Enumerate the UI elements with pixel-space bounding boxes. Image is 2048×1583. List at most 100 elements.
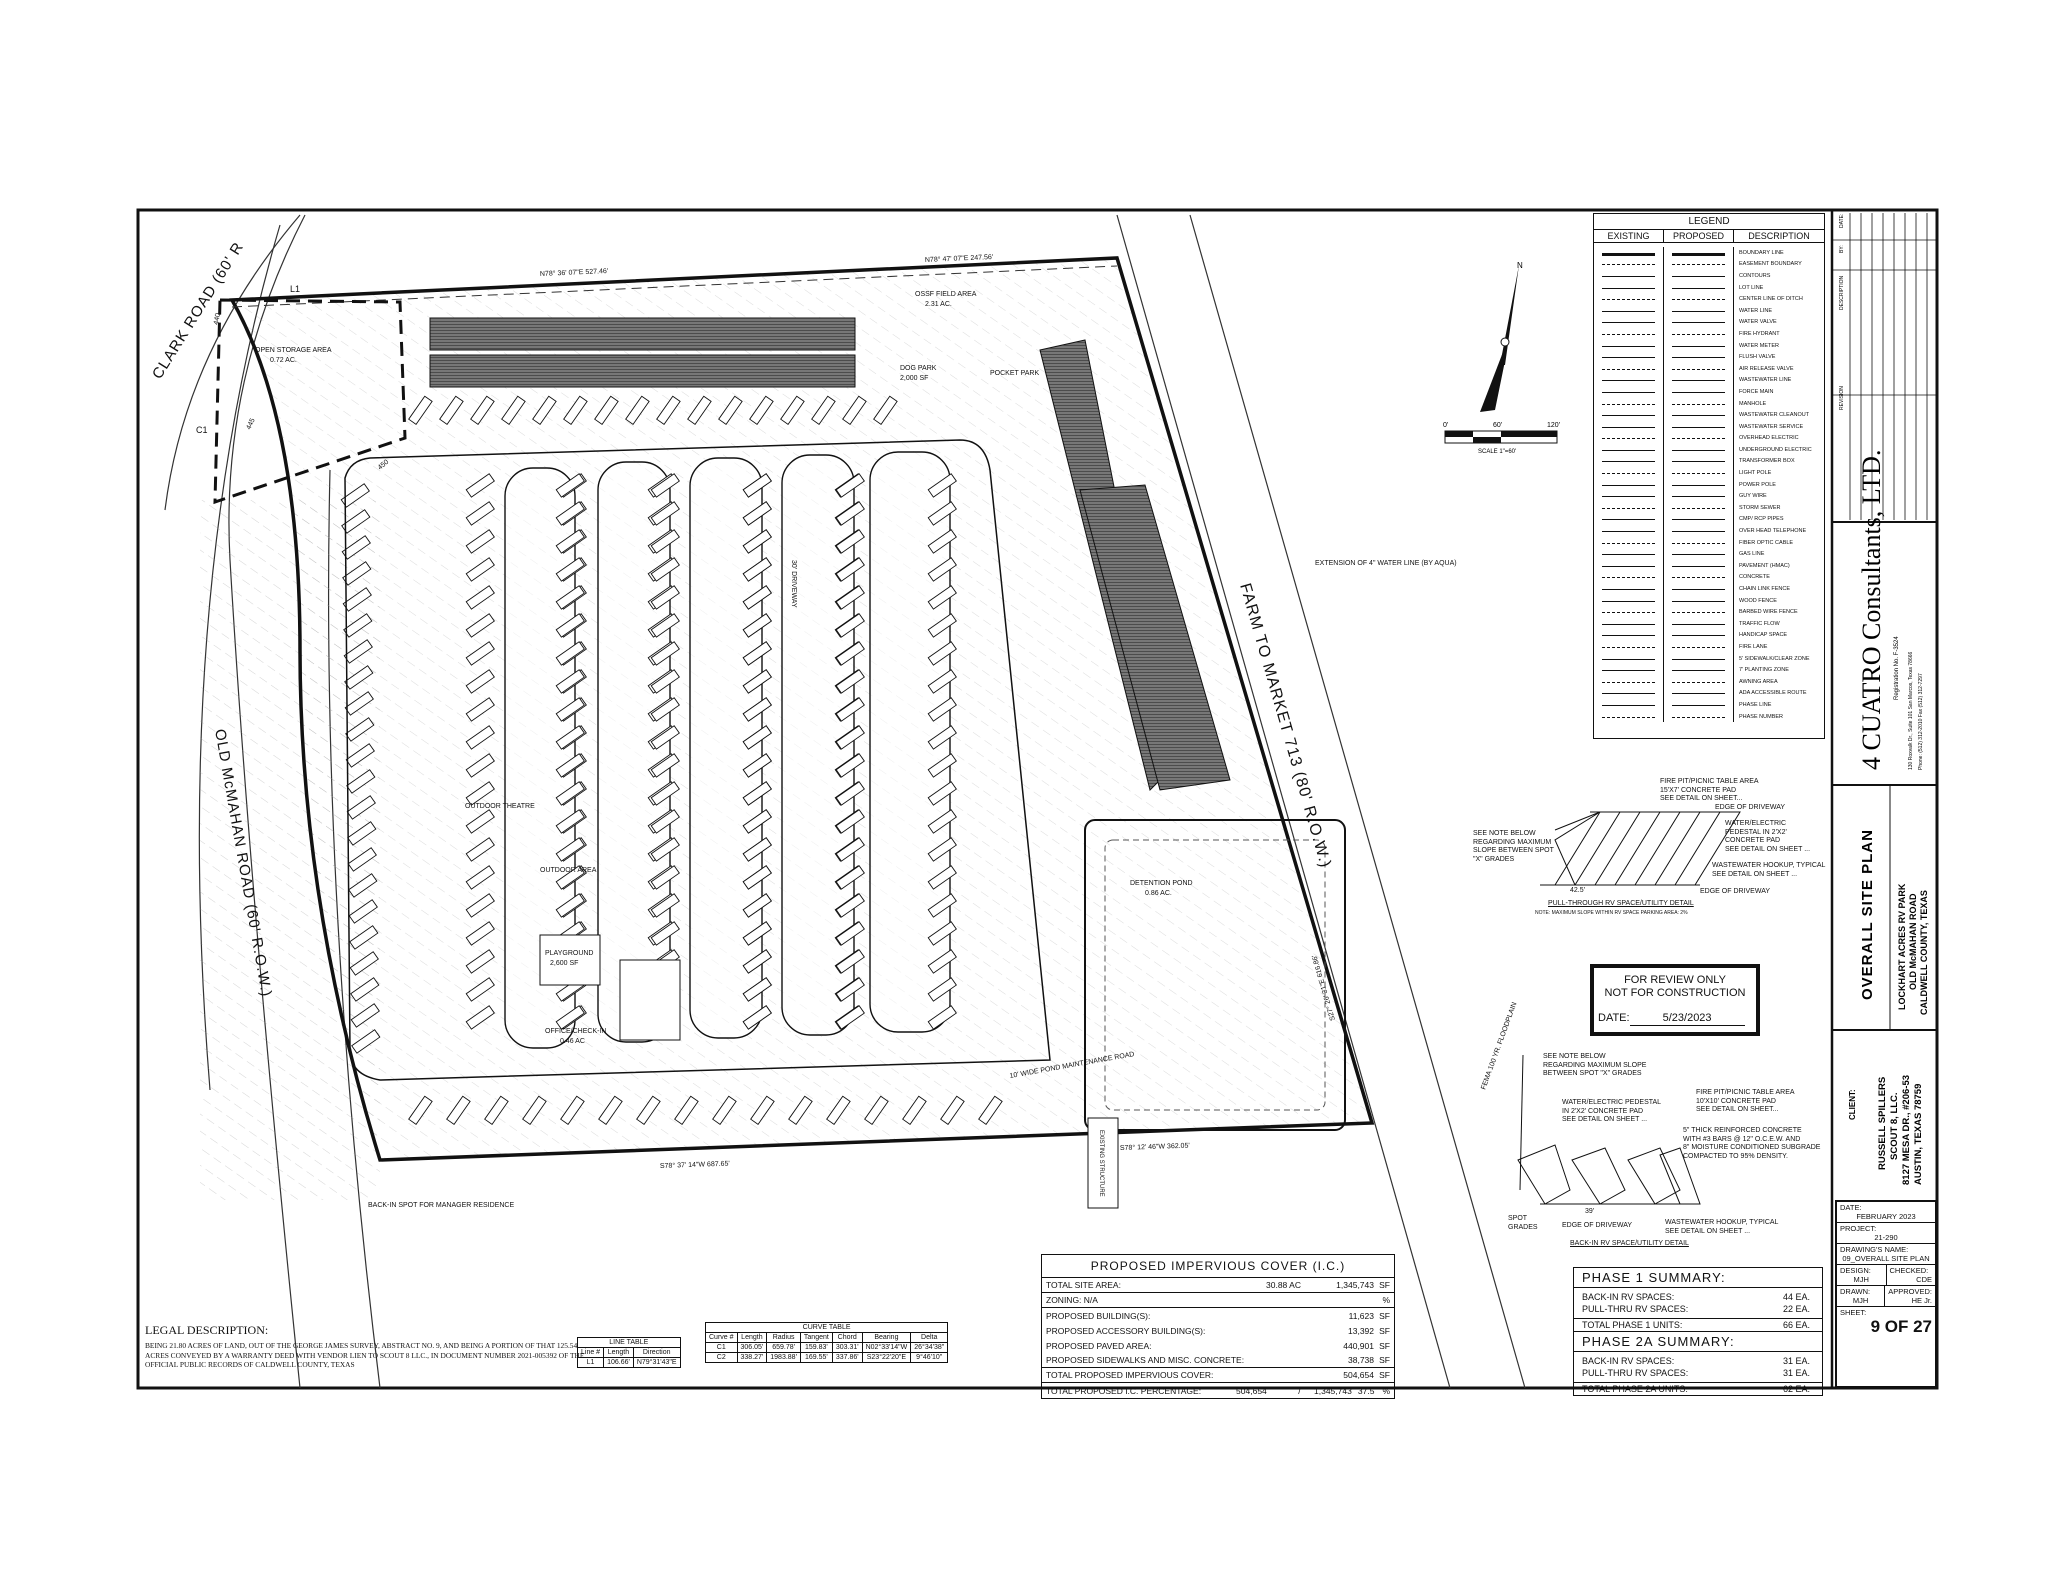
legend-symbol — [1664, 293, 1734, 305]
rv-pad — [346, 769, 376, 794]
legend-item: FIBER OPTIC CABLE — [1594, 536, 1824, 549]
approved-label: APPROVED: — [1888, 1287, 1932, 1296]
client-address: 8127 MESA DR., #206-53 — [1901, 1075, 1912, 1185]
legend-description: BOUNDARY LINE — [1739, 249, 1784, 256]
pull-detail-slope-max: NOTE: MAXIMUM SLOPE WITHIN RV SPACE PARK… — [1535, 910, 1688, 916]
legend-description: OVERHEAD ELECTRIC — [1739, 435, 1799, 442]
detention-pond — [1084, 819, 1346, 1131]
rv-pad — [927, 837, 957, 862]
existing-structure-label: EXISTING STRUCTURE — [1098, 1130, 1104, 1197]
rv-pad — [555, 613, 585, 638]
pocket-park-label: POCKET PARK — [990, 370, 1039, 377]
legend-symbol — [1664, 710, 1734, 723]
rv-pad — [650, 809, 680, 834]
rv-pad — [555, 725, 585, 750]
rv-pad — [345, 717, 375, 742]
rv-pad — [465, 641, 495, 666]
curve-table-header: Bearing — [861, 1332, 912, 1343]
rv-pad — [465, 893, 495, 918]
legend-item: FLUSH VALVE — [1594, 351, 1824, 363]
rv-pad — [835, 501, 865, 526]
legend-item: 5' SIDEWALK/CLEAR ZONE — [1594, 652, 1824, 665]
rv-pad — [351, 1029, 381, 1054]
rv-pad — [465, 809, 495, 834]
legend-symbol — [1594, 304, 1664, 317]
rv-pad — [408, 395, 433, 425]
office-area-value: 0.46 AC — [560, 1038, 585, 1045]
dog-park-area-value: 2,000 SF — [900, 375, 928, 382]
pull-detail-edge-note-2: EDGE OF DRIVEWAY — [1700, 888, 1771, 895]
checked-value: CDE — [1916, 1275, 1932, 1284]
rv-pad — [522, 1095, 547, 1125]
rv-pad — [742, 613, 772, 638]
rv-pad — [345, 743, 375, 768]
legend-symbol — [1594, 513, 1664, 526]
scale-bar: 0' 60' 120' SCALE 1"=60' — [1443, 422, 1560, 455]
legend-item: CMP/ RCP PIPES — [1594, 513, 1824, 526]
legend-symbol — [1664, 351, 1734, 363]
pond-contour — [1104, 839, 1326, 1111]
rv-pad — [835, 753, 865, 778]
rv-pad — [347, 847, 377, 872]
c1-label: C1 — [196, 425, 208, 435]
rv-pad — [835, 921, 865, 946]
bearing-bottom-2: S78° 12' 46"W 362.05' — [1120, 1142, 1190, 1152]
rv-pad — [532, 395, 557, 425]
bearing-top: N78° 36' 07"E 527.46' — [540, 267, 609, 278]
line-table-header: Line # — [576, 1347, 605, 1358]
legend-symbol — [1664, 328, 1734, 340]
legend-item: FORCE MAIN — [1594, 386, 1824, 398]
legend-symbol — [1594, 652, 1664, 665]
legend-description: STORM SEWER — [1739, 504, 1781, 511]
legend-description: WASTEWATER LINE — [1739, 377, 1792, 384]
pull-through-detail-drawing — [1540, 811, 1741, 886]
overhead-electric-line — [231, 265, 1118, 308]
rv-pad — [927, 809, 957, 834]
north-arrow: N — [1480, 261, 1523, 412]
l1-label: L1 — [290, 284, 300, 294]
legend-header-description: DESCRIPTION — [1748, 231, 1810, 241]
rv-pad — [927, 557, 957, 582]
legend-symbol — [1664, 478, 1734, 491]
legend-symbol — [1664, 675, 1734, 688]
rv-pad — [742, 1005, 772, 1030]
rv-pad — [465, 1005, 495, 1030]
legend-description: UNDERGROUND ELECTRIC — [1739, 446, 1812, 453]
legend-symbol — [1594, 594, 1664, 607]
line-table-header: Direction — [632, 1347, 681, 1358]
legend-symbol — [1664, 571, 1734, 584]
legend-description: OVER HEAD TELEPHONE — [1739, 528, 1807, 535]
rv-pad — [718, 395, 743, 425]
legend-symbol — [1664, 664, 1734, 676]
rv-pad — [650, 781, 680, 806]
legend-item: UNDERGROUND ELECTRIC — [1594, 444, 1824, 456]
rv-pad — [927, 781, 957, 806]
sheet-title: OVERALL SITE PLAN — [1859, 829, 1876, 1000]
rv-pad — [350, 1003, 380, 1028]
legend-description: PAVEMENT (HMAC) — [1739, 562, 1790, 569]
legend-symbol — [1664, 641, 1734, 653]
rv-pad — [927, 473, 957, 498]
legal-title: LEGAL DESCRIPTION: — [145, 1323, 269, 1337]
rv-pad — [927, 725, 957, 750]
legend-item: OVERHEAD ELECTRIC — [1594, 432, 1824, 445]
curve-table-header: Radius — [766, 1332, 801, 1343]
rv-pad — [555, 1005, 585, 1030]
rv-pad — [927, 949, 957, 974]
stamp-line-2: NOT FOR CONSTRUCTION — [1604, 987, 1746, 999]
phase2a-total: TOTAL PHASE 2A UNITS:62 EA. — [1574, 1382, 1822, 1395]
legend-symbol — [1664, 687, 1734, 700]
rv-pad — [902, 1095, 927, 1125]
ossf-label: OSSF FIELD AREA — [915, 291, 977, 298]
rv-pad — [465, 473, 495, 498]
rv-pad — [484, 1095, 509, 1125]
outdoor-area-label: OUTDOOR AREA — [540, 867, 597, 874]
legend-symbol — [1594, 374, 1664, 387]
legal-description: LEGAL DESCRIPTION: BEING 21.80 ACRES OF … — [145, 1323, 585, 1370]
rv-pad — [742, 753, 772, 778]
playground-label: PLAYGROUND — [545, 950, 594, 957]
rv-pad — [555, 893, 585, 918]
